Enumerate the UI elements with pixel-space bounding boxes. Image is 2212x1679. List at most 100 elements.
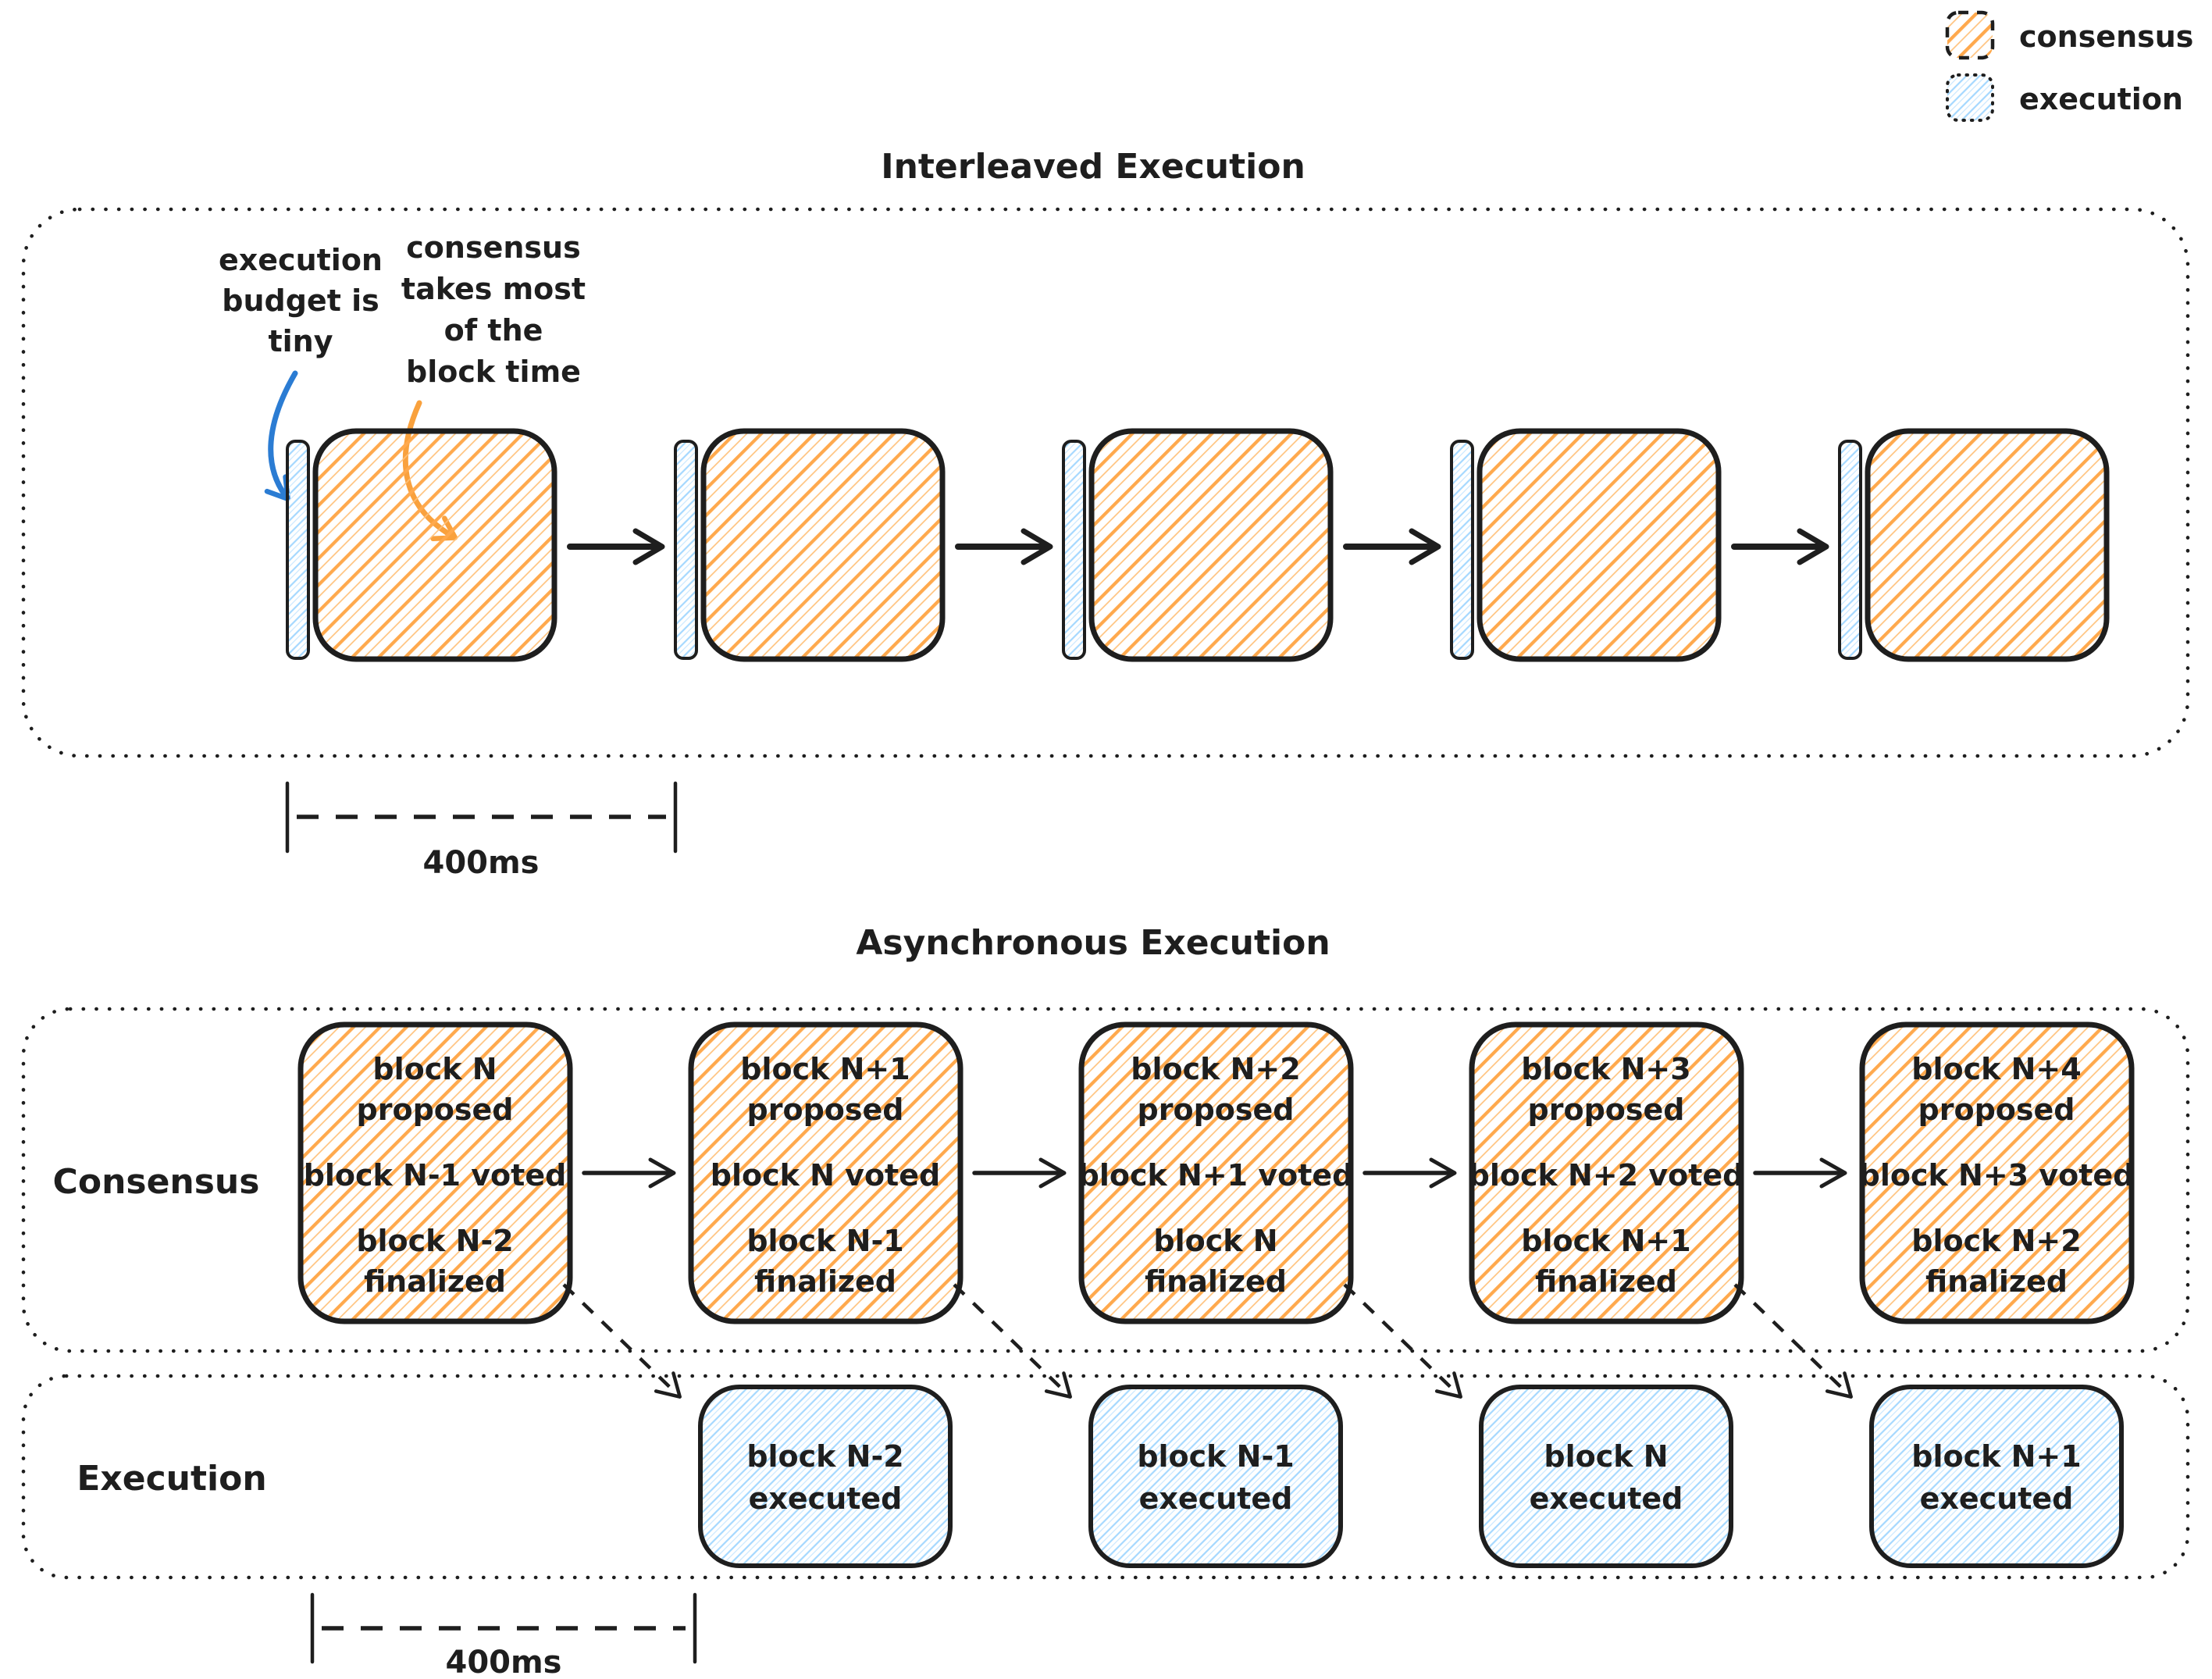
consensus-block-proposed-line1: block N+2 bbox=[1131, 1052, 1300, 1086]
consensus-block-finalized-line1: block N+1 bbox=[1521, 1224, 1690, 1258]
execution-block-2: block N-1 executed bbox=[1088, 1385, 1343, 1568]
handoff-arrow-2 bbox=[953, 1283, 1072, 1399]
execution-block-line2: executed bbox=[1530, 1481, 1683, 1516]
interleaved-unit-2 bbox=[674, 428, 946, 662]
consensus-block-voted: block N-1 voted bbox=[304, 1158, 567, 1192]
interleaved-unit-3 bbox=[1062, 428, 1334, 662]
execution-slice-bar bbox=[1450, 440, 1474, 660]
ruler-400ms-interleaved: 400ms bbox=[285, 781, 678, 881]
execution-swatch-icon bbox=[1946, 73, 1994, 122]
consensus-block-4: block N+3 proposed block N+2 voted block… bbox=[1469, 1021, 1744, 1324]
legend-item-execution: execution bbox=[1946, 73, 2183, 122]
execution-slice-bar bbox=[286, 440, 310, 660]
annotation-consensus-takes-line2: takes most bbox=[401, 272, 586, 306]
execution-block-1: block N-2 executed bbox=[698, 1385, 953, 1568]
consensus-slice-block bbox=[1476, 428, 1722, 662]
consensus-block-proposed-line1: block N+1 bbox=[740, 1052, 910, 1086]
consensus-slice-block bbox=[1865, 428, 2110, 662]
consensus-block-finalized-line2: finalized bbox=[1535, 1264, 1677, 1299]
annotation-blue-arrow bbox=[264, 370, 298, 502]
consensus-block-proposed-line2: proposed bbox=[747, 1093, 904, 1127]
consensus-block-1: block N proposed block N-1 voted block N… bbox=[297, 1021, 573, 1324]
consensus-block-voted: block N voted bbox=[711, 1158, 940, 1192]
ruler-400ms-asynchronous: 400ms bbox=[310, 1592, 697, 1679]
execution-block-shape bbox=[1479, 1385, 1733, 1568]
consensus-block-proposed-line2: proposed bbox=[357, 1093, 514, 1127]
legend-consensus-label: consensus bbox=[2019, 20, 2193, 54]
consensus-block-finalized-line1: block N bbox=[1153, 1224, 1277, 1258]
asynchronous-title: Asynchronous Execution bbox=[856, 923, 1330, 963]
interleaved-unit-4 bbox=[1450, 428, 1722, 662]
annotation-execution-budget-line2: budget is bbox=[222, 283, 379, 318]
execution-block-line1: block N-2 bbox=[746, 1439, 903, 1474]
consensus-block-finalized-line1: block N+2 bbox=[1911, 1224, 2081, 1258]
execution-block-shape bbox=[1088, 1385, 1343, 1568]
handoff-arrow-4 bbox=[1733, 1283, 1853, 1399]
consensus-lane-container bbox=[21, 1007, 2190, 1353]
annotation-consensus-takes-line1: consensus bbox=[406, 230, 580, 265]
consensus-block-finalized-line2: finalized bbox=[1925, 1264, 2068, 1299]
ruler-label: 400ms bbox=[446, 1645, 562, 1679]
consensus-swatch-icon bbox=[1945, 10, 1995, 60]
annotation-consensus-takes-line4: block time bbox=[406, 355, 581, 389]
consensus-block-finalized-line2: finalized bbox=[754, 1264, 896, 1299]
consensus-block-finalized-line2: finalized bbox=[1145, 1264, 1287, 1299]
consensus-block-shape bbox=[688, 1021, 964, 1324]
execution-lane-label: Execution bbox=[77, 1459, 266, 1499]
consensus-block-3: block N+2 proposed block N+1 voted block… bbox=[1078, 1021, 1354, 1324]
annotation-execution-budget-line1: execution bbox=[219, 243, 383, 277]
execution-block-line2: executed bbox=[1920, 1481, 2074, 1516]
consensus-block-shape bbox=[1078, 1021, 1354, 1324]
execution-blocks: block N-2 executed block N-1 executed bl… bbox=[698, 1385, 2124, 1568]
execution-block-line2: executed bbox=[749, 1481, 903, 1516]
annotation-consensus-takes: consensus takes most of the block time bbox=[401, 230, 586, 542]
execution-slice-bar bbox=[1062, 440, 1086, 660]
consensus-slice-block bbox=[700, 428, 946, 662]
consensus-block-proposed-line1: block N+3 bbox=[1521, 1052, 1690, 1086]
consensus-block-5: block N+4 proposed block N+3 voted block… bbox=[1859, 1021, 2135, 1324]
interleaved-container bbox=[21, 207, 2190, 758]
consensus-block-proposed-line2: proposed bbox=[1918, 1093, 2075, 1127]
execution-lane-container bbox=[21, 1374, 2190, 1580]
execution-block-4: block N+1 executed bbox=[1869, 1385, 2124, 1568]
interleaved-title: Interleaved Execution bbox=[881, 147, 1305, 187]
handoff-arrow-3 bbox=[1343, 1283, 1462, 1399]
annotation-consensus-takes-line3: of the bbox=[444, 313, 543, 348]
execution-block-shape bbox=[1869, 1385, 2124, 1568]
consensus-block-proposed-line1: block N bbox=[372, 1052, 497, 1086]
consensus-block-proposed-line2: proposed bbox=[1138, 1093, 1295, 1127]
execution-block-shape bbox=[698, 1385, 953, 1568]
execution-block-3: block N executed bbox=[1479, 1385, 1733, 1568]
legend-execution-label: execution bbox=[2019, 82, 2183, 116]
consensus-block-finalized-line2: finalized bbox=[364, 1264, 506, 1299]
consensus-block-finalized-line1: block N-1 bbox=[746, 1224, 903, 1258]
execution-block-line1: block N bbox=[1544, 1439, 1668, 1474]
execution-block-line1: block N+1 bbox=[1911, 1439, 2081, 1474]
consensus-block-shape bbox=[297, 1021, 573, 1324]
consensus-block-voted: block N+1 voted bbox=[1078, 1158, 1354, 1192]
consensus-block-proposed-line1: block N+4 bbox=[1911, 1052, 2081, 1086]
consensus-block-shape bbox=[1859, 1021, 2135, 1324]
execution-block-line2: executed bbox=[1139, 1481, 1293, 1516]
interleaved-units bbox=[286, 428, 2110, 662]
consensus-block-voted: block N+2 voted bbox=[1469, 1158, 1744, 1192]
interleaved-unit-1 bbox=[286, 428, 557, 662]
consensus-block-voted: block N+3 voted bbox=[1859, 1158, 2135, 1192]
ruler-label: 400ms bbox=[423, 845, 540, 881]
consensus-slice-block bbox=[312, 428, 557, 662]
consensus-lane-label: Consensus bbox=[53, 1162, 260, 1202]
consensus-blocks: block N proposed block N-1 voted block N… bbox=[297, 1021, 2135, 1324]
handoff-arrow-1 bbox=[562, 1283, 682, 1399]
handoff-arrows bbox=[562, 1283, 1853, 1399]
legend-item-consensus: consensus bbox=[1945, 10, 2193, 60]
interleaved-unit-5 bbox=[1838, 428, 2110, 662]
consensus-block-shape bbox=[1469, 1021, 1744, 1324]
execution-slice-bar bbox=[1838, 440, 1862, 660]
consensus-block-2: block N+1 proposed block N voted block N… bbox=[688, 1021, 964, 1324]
execution-block-line1: block N-1 bbox=[1137, 1439, 1294, 1474]
legend: consensus execution bbox=[1945, 10, 2193, 122]
annotation-execution-budget: execution budget is tiny bbox=[219, 243, 383, 502]
consensus-block-proposed-line2: proposed bbox=[1528, 1093, 1685, 1127]
consensus-slice-block bbox=[1088, 428, 1334, 662]
consensus-block-finalized-line1: block N-2 bbox=[356, 1224, 513, 1258]
